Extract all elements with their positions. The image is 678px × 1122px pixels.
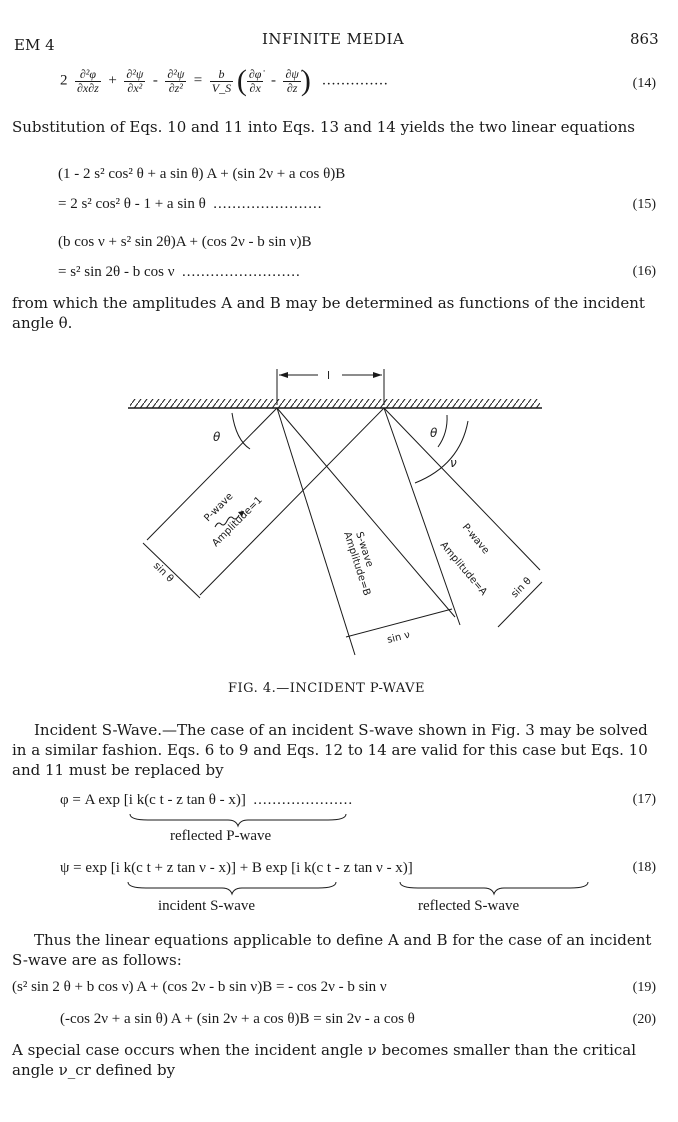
equation-16-line2: = s² sin 2θ - b cos ν ..................… bbox=[58, 264, 301, 280]
page-number: 863 bbox=[630, 30, 659, 48]
paragraph-linear-equations: Thus the linear equations applicable to … bbox=[12, 931, 652, 969]
nu-arc bbox=[414, 420, 469, 484]
equation-20-number: (20) bbox=[632, 1012, 656, 1027]
equation-15-number: (15) bbox=[632, 197, 656, 212]
arrow-left bbox=[279, 372, 288, 378]
label-reflected-s-wave: reflected S-wave bbox=[418, 898, 520, 914]
theta-left-label: θ bbox=[213, 430, 221, 444]
equation-15-line1: (1 - 2 s² cos² θ + a sin θ) A + (sin 2ν … bbox=[58, 166, 346, 182]
equation-18-number: (18) bbox=[632, 860, 656, 875]
running-title: INFINITE MEDIA bbox=[262, 30, 405, 48]
equation-19-number: (19) bbox=[632, 980, 656, 995]
figure-caption: FIG. 4.—INCIDENT P-WAVE bbox=[228, 681, 425, 696]
distance-label: l bbox=[327, 369, 330, 382]
theta-arc-right bbox=[437, 414, 448, 448]
equation-16-number: (16) bbox=[632, 264, 656, 279]
reflected-p-ray-1 bbox=[276, 407, 456, 618]
incident-p-wave-label: P-wave bbox=[202, 491, 235, 524]
brace-reflected-s bbox=[399, 881, 589, 896]
equation-14-number: (14) bbox=[632, 76, 656, 91]
incident-width-line bbox=[142, 542, 201, 599]
equation-17: φ = A exp [i k(c t - z tan θ - x)] .....… bbox=[60, 792, 354, 808]
theta-arc-left bbox=[231, 412, 251, 450]
theta-right-label: θ bbox=[430, 426, 438, 440]
label-incident-s-wave: incident S-wave bbox=[158, 898, 256, 914]
equation-18: ψ = exp [i k(c t + z tan ν - x)] + B exp… bbox=[60, 860, 413, 876]
figure-incident-p-wave: l θ θ ν P-wave Amplitude=1 sin θ S-wave … bbox=[128, 369, 543, 656]
equation-17-number: (17) bbox=[632, 792, 656, 807]
brace-reflected-p bbox=[129, 813, 347, 828]
s-width-line bbox=[345, 608, 453, 638]
paragraph-special-case: A special case occurs when the incident … bbox=[12, 1041, 637, 1079]
header-left: EM 4 bbox=[14, 36, 55, 54]
equation-20: (-cos 2ν + a sin θ) A + (sin 2ν + a cos … bbox=[60, 1011, 415, 1027]
reflected-p-wave-label: P-wave bbox=[460, 522, 491, 556]
incident-ray-2 bbox=[199, 407, 385, 596]
nu-label: ν bbox=[450, 456, 457, 470]
paragraph-incident-s-wave: Incident S-Wave.—The case of an incident… bbox=[12, 721, 648, 779]
section-heading: Incident S-Wave.— bbox=[34, 721, 177, 739]
equation-15-line2: = 2 s² cos² θ - 1 + a sin θ ............… bbox=[58, 196, 323, 212]
ground-hatching bbox=[130, 399, 540, 408]
reflected-s-ray-2 bbox=[383, 407, 461, 626]
arrow-right bbox=[373, 372, 382, 378]
brace-incident-s bbox=[127, 881, 337, 896]
incident-wave-squiggle bbox=[214, 514, 240, 528]
sin-theta-left-label: sin θ bbox=[151, 560, 175, 584]
sin-nu-label: sin ν bbox=[386, 630, 411, 646]
incident-ray-1 bbox=[146, 407, 278, 541]
sin-theta-right-label: sin θ bbox=[509, 576, 533, 600]
equation-16-line1: (b cos ν + s² sin 2θ)A + (cos 2ν - b sin… bbox=[58, 234, 312, 250]
equation-19: (s² sin 2 θ + b cos ν) A + (cos 2ν - b s… bbox=[12, 979, 387, 995]
paragraph-amplitudes: from which the amplitudes A and B may be… bbox=[12, 294, 645, 332]
paragraph-substitution: Substitution of Eqs. 10 and 11 into Eqs.… bbox=[12, 118, 635, 136]
p-width-line bbox=[497, 581, 543, 628]
reflected-p-ray-2 bbox=[383, 407, 541, 571]
reflected-s-ray-1 bbox=[276, 407, 356, 656]
label-reflected-p-wave: reflected P-wave bbox=[170, 828, 272, 844]
